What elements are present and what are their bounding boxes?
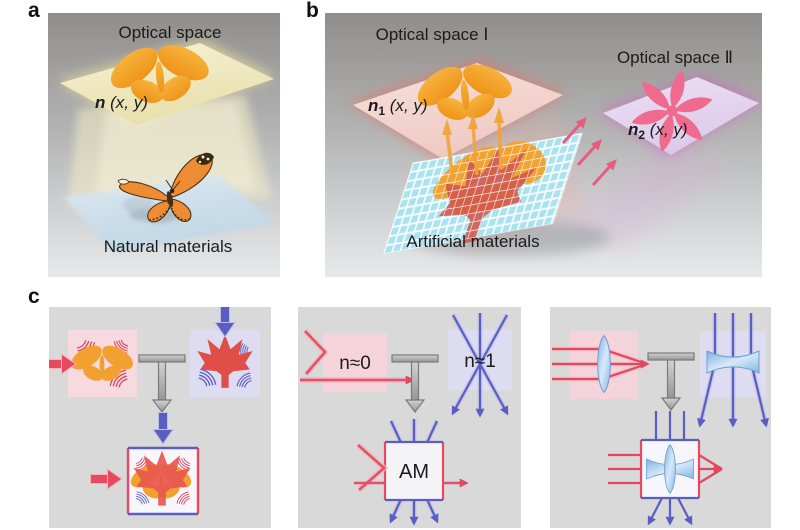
blue-rays-in	[654, 411, 686, 440]
n1-box: n≈1	[448, 313, 512, 418]
panel-a: Optical space n (x, y) Natural materials	[48, 13, 280, 277]
panel-b-title-1: Optical space Ⅰ	[375, 25, 489, 44]
panel-b-title-2: Optical space Ⅱ	[616, 48, 734, 67]
light-beam-core	[94, 101, 256, 197]
panel-a-title: Optical space	[118, 23, 222, 42]
index-sub: 1	[378, 104, 386, 118]
pink-arrowheads	[575, 117, 617, 171]
merge-arrow-icon	[647, 352, 695, 411]
monarch-butterfly-icon	[117, 152, 214, 224]
n1-label: n≈1	[464, 351, 496, 372]
red-bent-ray-glow	[302, 328, 330, 376]
blue-borders	[385, 440, 443, 502]
blue-arrow-icon	[153, 412, 173, 444]
panel-c-label: c	[28, 285, 40, 308]
index-args: (x, y)	[105, 93, 148, 112]
panel-c-box3-art	[552, 313, 769, 526]
n0-box: n≈0	[300, 328, 415, 392]
index-args: (x, y)	[645, 120, 688, 139]
refractive-index-label-a: n (x, y)	[95, 93, 148, 113]
convex-lens-icon	[597, 335, 611, 393]
combined-lens-box	[608, 411, 723, 526]
panel-b-caption: Artificial materials	[406, 232, 540, 251]
merge-arrow-icon	[391, 354, 439, 413]
am-box: AM	[354, 419, 469, 526]
panel-a-label: a	[28, 0, 40, 22]
convex-lens-box	[552, 331, 650, 399]
panel-c-box2-art: n≈0 n≈1	[300, 313, 512, 526]
panel-a-caption: Natural materials	[103, 237, 233, 256]
index-n: n	[368, 96, 379, 115]
blue-straight-rays	[451, 313, 509, 418]
panel-c-box-lenses	[550, 307, 771, 528]
merge-arrow-icon	[138, 354, 186, 413]
index-sub: 2	[638, 128, 646, 142]
blue-rays-out	[647, 497, 693, 526]
combined-material-box	[90, 412, 200, 516]
red-arrow-icon	[90, 469, 122, 489]
beam-to-space2	[560, 143, 727, 249]
red-bent-ray	[304, 330, 327, 375]
panel-c-box1-art	[49, 307, 260, 516]
refractive-index-label-1: n1 (x, y)	[368, 96, 428, 118]
panel-c-box-materials	[49, 307, 271, 528]
input-maple-box	[190, 307, 260, 397]
panel-b-label: b	[306, 0, 319, 22]
pixel-material-icon	[382, 123, 584, 255]
panel-b: Optical space Ⅰ Optical space Ⅱ n1 (x, y…	[325, 13, 762, 277]
input-butterfly-box	[49, 330, 137, 397]
blue-borders	[128, 446, 198, 516]
am-label: AM	[399, 461, 429, 483]
concave-lens-box	[697, 313, 769, 428]
red-rays-out	[698, 454, 723, 484]
n0-label: n≈0	[339, 353, 371, 374]
orange-arrows-up	[445, 118, 503, 182]
orange-arrowheads	[442, 107, 504, 135]
index-n: n	[628, 120, 639, 139]
panel-c-box-index: n≈0 n≈1	[298, 307, 521, 528]
convex-lens-icon	[664, 444, 676, 494]
panel-b-art	[349, 52, 762, 256]
index-args: (x, y)	[385, 96, 428, 115]
index-n: n	[95, 93, 106, 112]
refractive-index-label-2: n2 (x, y)	[628, 120, 688, 142]
red-borders	[126, 448, 200, 514]
panel-a-art	[58, 33, 276, 253]
red-rays-in	[608, 453, 641, 485]
